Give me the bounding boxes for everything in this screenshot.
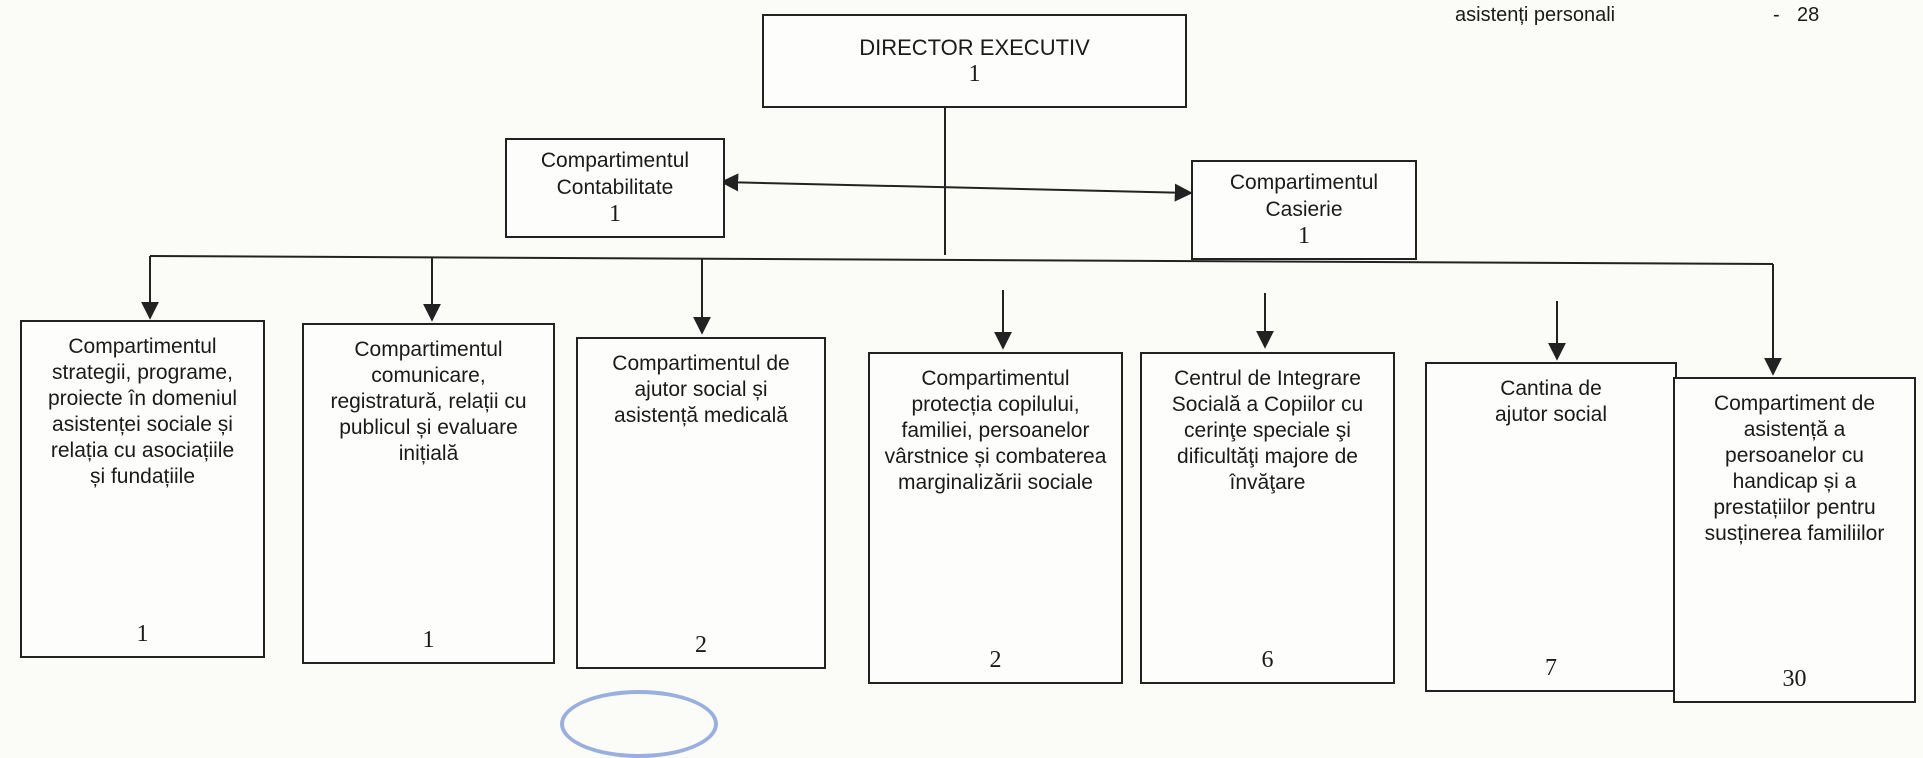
department-box-4: Compartimentul protecția copilului, fami… (868, 352, 1123, 684)
side-box-contabilitate-title: Compartimentul Contabilitate (540, 149, 690, 199)
department-box-1: Compartimentul strategii, programe, proi… (20, 320, 265, 658)
department-box-3-title: Compartimentul de ajutor social și asist… (612, 352, 790, 428)
stamp-seal (560, 690, 718, 758)
staff-note: asistenți personali - 28 (1455, 4, 1875, 27)
department-box-6-title: Cantina de ajutor social (1494, 377, 1608, 427)
director-box: DIRECTOR EXECUTIV 1 (762, 14, 1187, 108)
staff-note-count: 28 (1797, 4, 1820, 26)
connector-lines (141, 108, 1782, 376)
director-count: 1 (968, 61, 981, 88)
side-box-contabilitate-count: 1 (609, 200, 621, 227)
department-box-5: Centrul de Integrare Socială a Copiilor … (1140, 352, 1395, 684)
department-box-7: Compartiment de asistență a persoanelor … (1673, 377, 1916, 703)
staff-note-label: asistenți personali (1455, 4, 1616, 26)
department-box-1-count: 1 (136, 621, 149, 647)
side-box-casierie-count: 1 (1298, 222, 1310, 249)
department-box-7-title: Compartiment de asistență a persoanelor … (1704, 392, 1885, 546)
department-box-7-count: 30 (1782, 666, 1807, 692)
staff-note-dash: - (1773, 4, 1780, 26)
department-box-2: Compartimentul comunicare, registratură,… (302, 323, 555, 664)
side-box-contabilitate: Compartimentul Contabilitate 1 (505, 138, 725, 238)
department-box-2-title: Compartimentul comunicare, registratură,… (330, 338, 527, 466)
department-box-5-count: 6 (1261, 647, 1274, 673)
department-box-4-count: 2 (989, 647, 1002, 673)
side-link-arrow (720, 173, 1193, 202)
department-box-3-count: 2 (695, 632, 707, 658)
side-box-casierie-title: Compartimentul Casierie (1229, 171, 1379, 221)
department-box-5-title: Centrul de Integrare Socială a Copiilor … (1171, 367, 1364, 495)
department-box-4-title: Compartimentul protecția copilului, fami… (884, 367, 1107, 495)
department-box-1-title: Compartimentul strategii, programe, proi… (47, 335, 238, 489)
department-box-6: Cantina de ajutor social 7 (1425, 362, 1677, 692)
department-box-3: Compartimentul de ajutor social și asist… (576, 337, 826, 669)
department-box-6-count: 7 (1545, 655, 1557, 681)
side-box-casierie: Compartimentul Casierie 1 (1191, 160, 1417, 260)
distribution-bar (149, 255, 1774, 265)
director-title: DIRECTOR EXECUTIV (859, 34, 1090, 60)
department-box-2-count: 1 (422, 627, 435, 653)
